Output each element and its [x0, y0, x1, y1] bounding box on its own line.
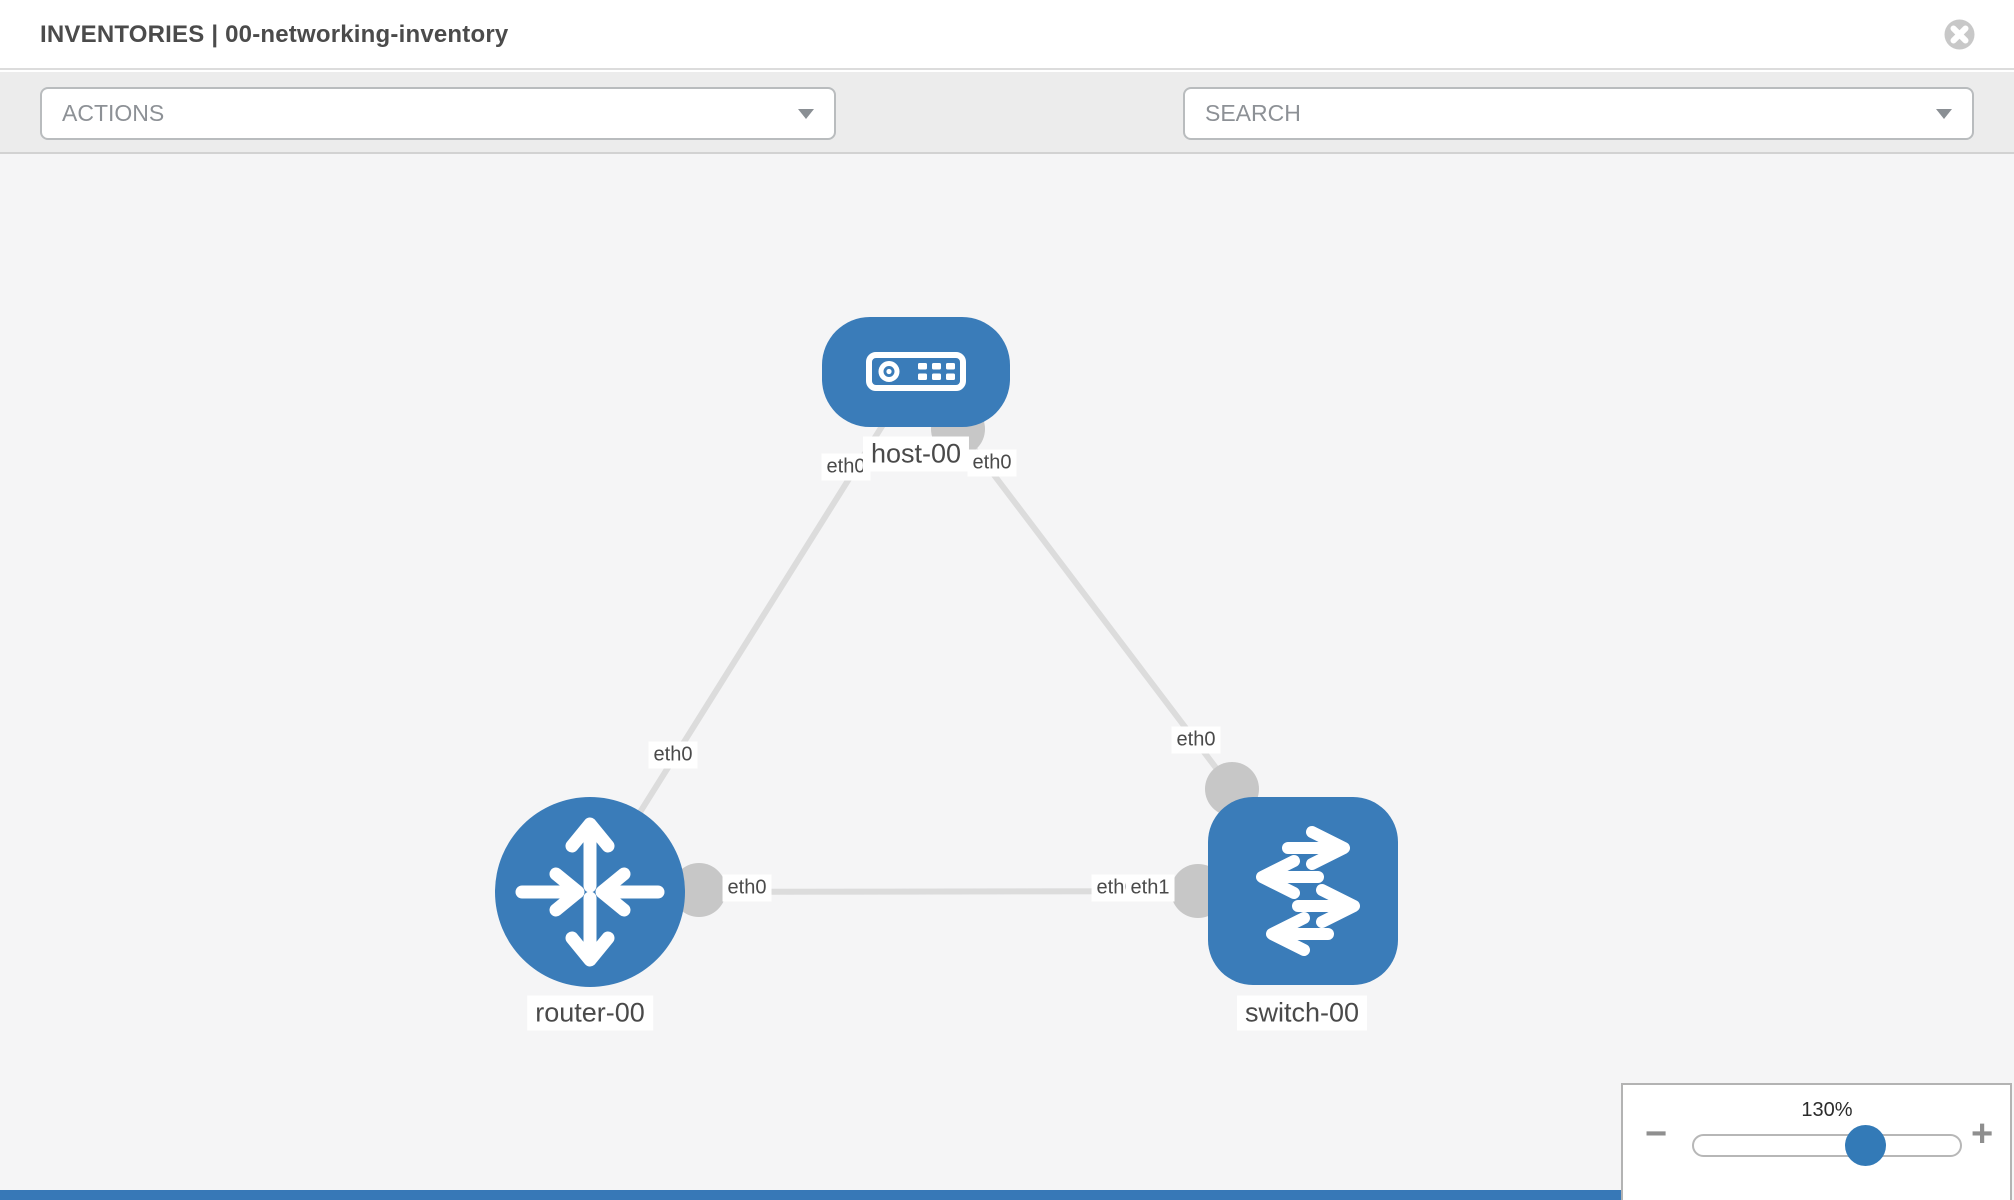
- zoom-out-button[interactable]: −: [1645, 1113, 1668, 1155]
- zoom-level-value: 130%: [1801, 1099, 1853, 1121]
- search-dropdown[interactable]: SEARCH: [1183, 87, 1974, 140]
- search-dropdown-label: SEARCH: [1205, 100, 1301, 126]
- interface-label: eth0: [967, 449, 1017, 477]
- interface-label: eth0: [1171, 726, 1221, 754]
- footer-accent-bar: [0, 1190, 1621, 1200]
- interface-label: eth0: [722, 874, 772, 902]
- zoom-panel: 130% − +: [1621, 1083, 2012, 1200]
- interface-label: eth0: [821, 453, 871, 481]
- interface-dot-router[interactable]: [672, 863, 726, 917]
- switch-arrows-icon: [1256, 826, 1360, 956]
- router-arrows-icon: [515, 817, 665, 967]
- node-label-host-00: host-00: [862, 436, 970, 472]
- server-icon: [866, 352, 966, 391]
- close-icon[interactable]: [1944, 19, 1975, 50]
- zoom-in-button[interactable]: +: [1971, 1113, 1994, 1155]
- node-switch-00[interactable]: [1208, 797, 1398, 985]
- node-label-switch-00: switch-00: [1236, 995, 1368, 1031]
- node-router-00[interactable]: [495, 797, 685, 987]
- node-host-00[interactable]: [822, 317, 1010, 427]
- zoom-slider-handle[interactable]: [1845, 1125, 1886, 1166]
- chevron-down-icon: [1936, 108, 1952, 119]
- interface-label: eth0: [648, 741, 698, 769]
- interface-label: eth1: [1125, 874, 1175, 902]
- chevron-down-icon: [798, 108, 814, 119]
- actions-dropdown[interactable]: ACTIONS: [40, 87, 836, 140]
- zoom-slider-track[interactable]: [1692, 1134, 1962, 1157]
- actions-dropdown-label: ACTIONS: [62, 100, 165, 126]
- node-label-router-00: router-00: [527, 995, 653, 1031]
- header: INVENTORIES | 00-networking-inventory: [0, 0, 2014, 70]
- topology-canvas[interactable]: [0, 154, 2014, 1200]
- page-title: INVENTORIES | 00-networking-inventory: [40, 21, 509, 48]
